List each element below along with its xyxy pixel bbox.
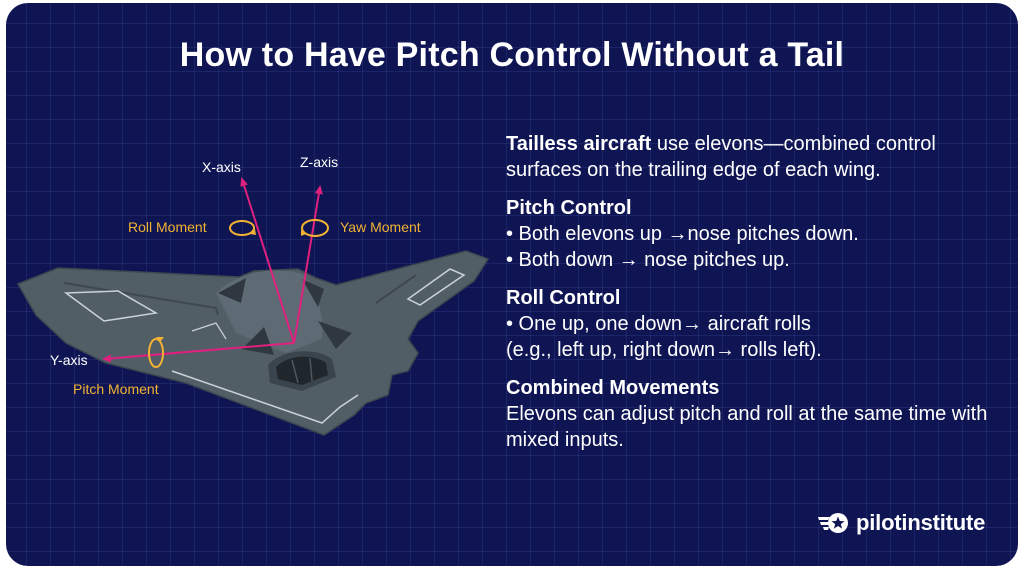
- roll-line-1: • One up, one down→ aircraft rolls: [506, 313, 811, 335]
- trailing-edge-outline: [171, 370, 359, 424]
- body-shadow-right: [318, 321, 352, 349]
- intro-bold: Tailless aircraft: [506, 133, 652, 155]
- body-shadow-left: [242, 327, 274, 355]
- flying-wing-aircraft: [16, 250, 490, 436]
- pitch-moment-icon: [148, 337, 164, 368]
- pitch-moment-label: Pitch Moment: [73, 381, 159, 397]
- roll-moment-label: Roll Moment: [128, 219, 207, 235]
- pitch-heading: Pitch Control: [506, 197, 632, 219]
- left-intake: [218, 278, 246, 303]
- brand-logo: pilotinstitute: [816, 510, 985, 536]
- aircraft-axes-diagram: X-axis Z-axis Y-axis Roll Moment Yaw Mom…: [16, 154, 490, 436]
- infographic-card: How to Have Pitch Control Without a Tail: [6, 3, 1018, 566]
- left-elevon-outline: [63, 290, 159, 322]
- right-intake: [302, 279, 324, 307]
- info-panel: Tailless aircraft use elevons—combined c…: [506, 131, 1006, 453]
- panel-outline: [191, 322, 227, 340]
- pitch-line-1: • Both elevons up →nose pitches down.: [506, 223, 859, 245]
- y-axis-arrow: [102, 342, 295, 363]
- yaw-moment-label: Yaw Moment: [340, 219, 421, 235]
- z-axis-arrow: [293, 185, 323, 344]
- intro-text: use elevons—combined control surfaces on…: [506, 133, 936, 181]
- winged-star-logo-icon: [818, 513, 848, 533]
- right-elevon-outline: [406, 268, 466, 306]
- intro-paragraph: Tailless aircraft use elevons—combined c…: [506, 131, 1006, 183]
- roll-line-2: (e.g., left up, right down→ rolls left).: [506, 339, 822, 361]
- brand-name: pilotinstitute: [856, 510, 986, 535]
- cockpit-struts: [291, 357, 313, 384]
- z-axis-label: Z-axis: [300, 154, 338, 170]
- combined-text: Elevons can adjust pitch and roll at the…: [506, 403, 988, 451]
- roll-heading: Roll Control: [506, 287, 621, 309]
- roll-moment-icon: [229, 220, 256, 236]
- x-axis-label: X-axis: [202, 159, 241, 175]
- y-axis-label: Y-axis: [50, 352, 88, 368]
- page-title: How to Have Pitch Control Without a Tail: [179, 36, 845, 74]
- cockpit-window: [276, 356, 328, 385]
- x-axis-arrow: [240, 177, 295, 344]
- combined-heading: Combined Movements: [506, 377, 720, 399]
- pitch-line-2: • Both down → nose pitches up.: [506, 249, 790, 271]
- yaw-moment-icon: [301, 219, 329, 237]
